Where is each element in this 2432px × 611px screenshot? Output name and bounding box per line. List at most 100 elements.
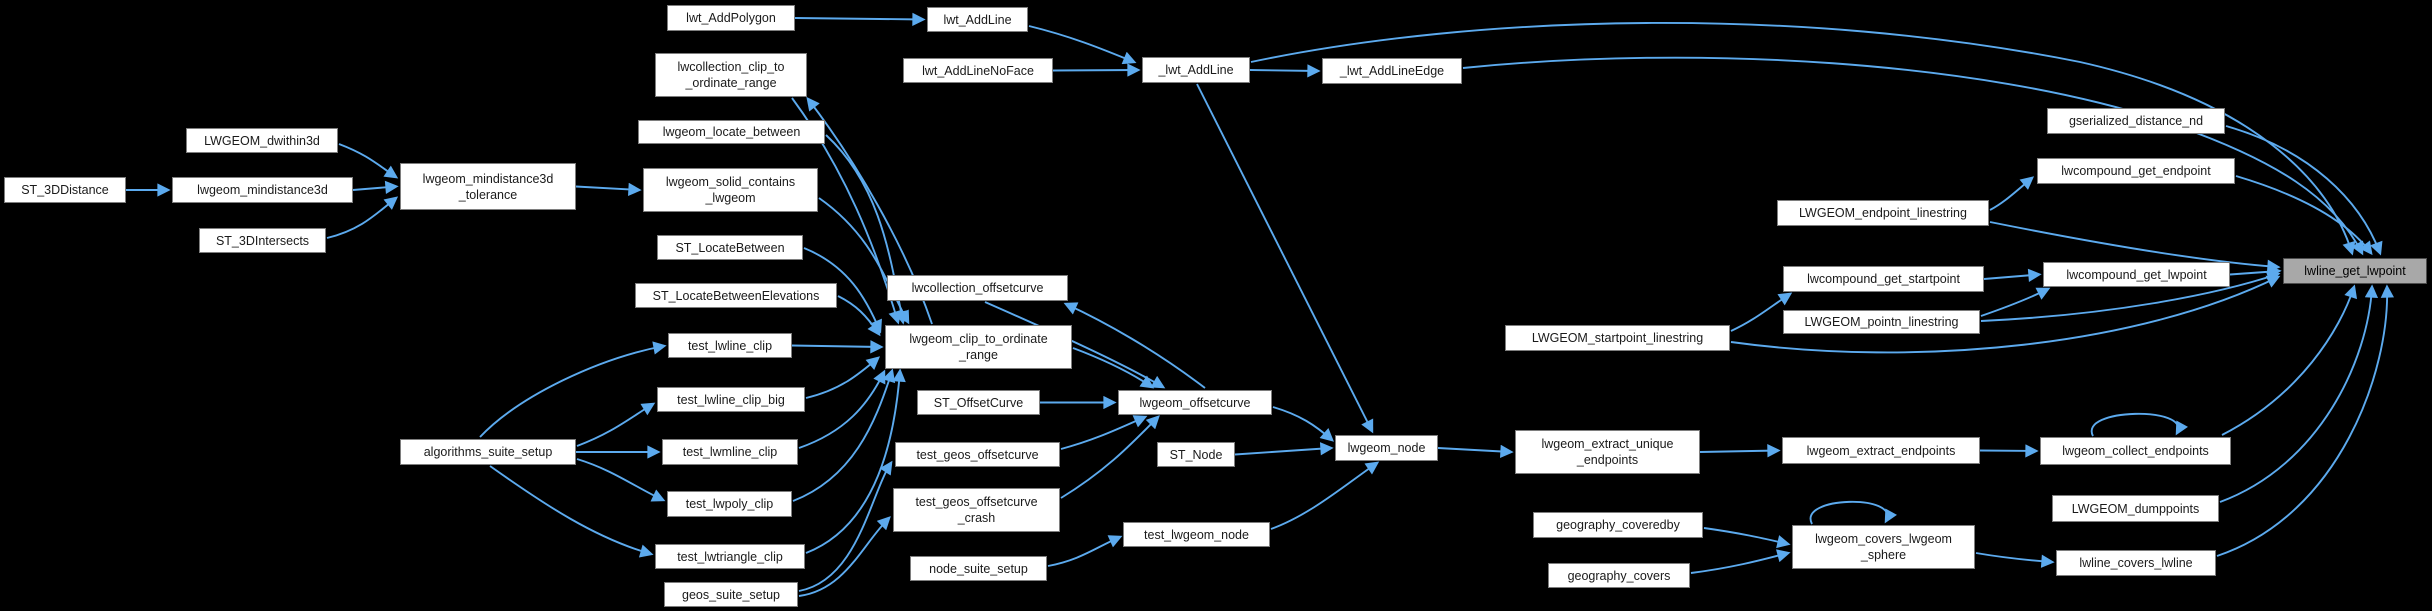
node-test_lwmline_clip[interactable]: test_lwmline_clip [662,439,798,465]
node-ST_3DDistance[interactable]: ST_3DDistance [4,177,126,203]
edge-geography_coveredby-to-lwgeom_covers_lwgeom_sphere [1703,527,1791,549]
edge-_lwt_AddLine-to-lwgeom_node [1196,83,1374,434]
node-LWGEOM_startpoint_linestring[interactable]: LWGEOM_startpoint_linestring [1505,325,1730,351]
node-lwgeom_node[interactable]: lwgeom_node [1335,435,1438,461]
node-lwt_AddLineNoFace[interactable]: lwt_AddLineNoFace [903,58,1053,83]
edge-test_lwpoly_clip-to-lwgeom_clip_to_ordinate_range [792,368,896,502]
edge-lwcompound_get_startpoint-to-lwcompound_get_lwpoint [1983,268,2042,282]
edge-LWGEOM_dwithin3d-to-lwgeom_mindistance3d_tolerance [338,143,399,179]
node-test_lwpoly_clip[interactable]: test_lwpoly_clip [667,491,792,517]
edge-lwcompound_get_endpoint-to-lwline_get_lwpoint [2235,175,2373,256]
node-lwgeom_mindistance3d_tolerance[interactable]: lwgeom_mindistance3d _tolerance [400,163,576,210]
edge-ST_Node-to-lwgeom_node [1234,442,1334,456]
edge-LWGEOM_pointn_linestring-to-lwcompound_get_lwpoint [1980,287,2051,317]
edge-lwt_AddPolygon-to-lwt_AddLine [794,12,926,27]
edge-test_lwmline_clip-to-lwgeom_clip_to_ordinate_range [798,369,886,449]
edge-lwt_AddLine-to-_lwt_AddLine [1028,25,1137,65]
node-lwgeom_locate_between[interactable]: lwgeom_locate_between [638,120,825,144]
edge-lwgeom_covers_lwgeom_sphere-to-lwgeom_covers_lwgeom_sphere [1809,500,1897,525]
edge-ST_LocateBetween-to-lwgeom_clip_to_ordinate_range [803,247,882,334]
edge-lwgeom_mindistance3d-to-lwgeom_mindistance3d_tolerance [352,180,399,194]
edge-gserialized_distance_nd-to-lwline_get_lwpoint [2225,125,2383,256]
node-ST_LocateBetweenElevations[interactable]: ST_LocateBetweenElevations [635,283,837,308]
edge-geography_covers-to-lwgeom_covers_lwgeom_sphere [1690,549,1791,574]
node-test_lwline_clip[interactable]: test_lwline_clip [668,333,792,358]
edge-lwcompound_get_lwpoint-to-lwline_get_lwpoint [2229,265,2282,279]
edge-LWGEOM_endpoint_linestring-to-lwline_get_lwpoint [1989,221,2281,273]
node-lwcompound_get_startpoint[interactable]: lwcompound_get_startpoint [1783,266,1984,292]
edge-_lwt_AddLineEdge-to-lwline_get_lwpoint [1462,56,2364,256]
edge-lwgeom_covers_lwgeom_sphere-to-lwline_covers_lwline [1975,552,2055,568]
edge-geos_suite_setup-to-test_geos_offsetcurve_crash [798,516,891,597]
node-test_geos_offsetcurve_crash[interactable]: test_geos_offsetcurve _crash [893,488,1060,532]
node-lwcompound_get_lwpoint[interactable]: lwcompound_get_lwpoint [2043,262,2230,287]
node-geos_suite_setup[interactable]: geos_suite_setup [664,582,798,607]
node-lwgeom_clip_to_ordinate_range[interactable]: lwgeom_clip_to_ordinate _range [885,325,1072,369]
edge-test_lwgeom_node-to-lwgeom_node [1270,461,1380,530]
edge-LWGEOM_dumppoints-to-lwline_get_lwpoint [2219,284,2379,503]
node-algorithms_suite_setup[interactable]: algorithms_suite_setup [400,439,576,465]
edge-lwgeom_node-to-lwgeom_extract_unique_endpoints [1437,444,1514,459]
edge-lwgeom_extract_endpoints-to-lwgeom_collect_endpoints [1979,444,2039,458]
node-test_lwline_clip_big[interactable]: test_lwline_clip_big [657,387,805,412]
node-lwgeom_covers_lwgeom_sphere[interactable]: lwgeom_covers_lwgeom _sphere [1792,525,1975,569]
node-geography_coveredby[interactable]: geography_coveredby [1533,512,1703,538]
node-lwt_AddPolygon[interactable]: lwt_AddPolygon [667,5,795,31]
node-test_lwtriangle_clip[interactable]: test_lwtriangle_clip [655,544,805,569]
edge-algorithms_suite_setup-to-test_lwpoly_clip [576,458,666,502]
edge-test_geos_offsetcurve-to-lwgeom_offsetcurve [1060,415,1148,450]
node-LWGEOM_dwithin3d[interactable]: LWGEOM_dwithin3d [186,128,338,153]
edge-test_lwline_clip-to-lwgeom_clip_to_ordinate_range [791,340,884,354]
node-lwt_AddLine[interactable]: lwt_AddLine [927,7,1028,32]
node-ST_3DIntersects[interactable]: ST_3DIntersects [199,228,326,253]
node-_lwt_AddLineEdge[interactable]: _lwt_AddLineEdge [1322,58,1462,84]
edge-LWGEOM_startpoint_linestring-to-lwline_get_lwpoint [1730,275,2281,354]
node-lwline_covers_lwline[interactable]: lwline_covers_lwline [2056,550,2216,576]
edge-_lwt_AddLine-to-lwline_get_lwpoint [1250,21,2356,256]
node-lwgeom_mindistance3d[interactable]: lwgeom_mindistance3d [172,177,353,203]
node-lwgeom_solid_contains_lwgeom[interactable]: lwgeom_solid_contains _lwgeom [643,168,818,212]
node-test_lwgeom_node[interactable]: test_lwgeom_node [1123,522,1270,547]
edge-lwgeom_solid_contains_lwgeom-to-lwgeom_clip_to_ordinate_range [818,197,910,325]
edge-test_geos_offsetcurve_crash-to-lwgeom_offsetcurve [1060,415,1160,499]
edge-lwgeom_offsetcurve-to-lwgeom_node [1272,406,1334,442]
edge-lwgeom_mindistance3d_tolerance-to-lwgeom_solid_contains_lwgeom [575,182,642,197]
node-lwline_get_lwpoint: lwline_get_lwpoint [2283,258,2427,284]
node-lwgeom_extract_unique_endpoints[interactable]: lwgeom_extract_unique _endpoints [1515,430,1700,474]
edge-lwline_covers_lwline-to-lwline_get_lwpoint [2216,284,2395,557]
node-LWGEOM_dumppoints[interactable]: LWGEOM_dumppoints [2052,495,2219,522]
edge-algorithms_suite_setup-to-test_lwline_clip_big [576,402,656,447]
edge-algorithms_suite_setup-to-test_lwtriangle_clip [489,465,654,558]
node-LWGEOM_endpoint_linestring[interactable]: LWGEOM_endpoint_linestring [1777,200,1989,226]
edge-geos_suite_setup-to-test_geos_offsetcurve [798,460,893,592]
node-gserialized_distance_nd[interactable]: gserialized_distance_nd [2047,108,2225,134]
edge-lwgeom_collect_endpoints-to-lwline_get_lwpoint [2221,284,2358,436]
edge-ST_3DIntersects-to-lwgeom_mindistance3d_tolerance [326,196,399,239]
node-lwcompound_get_endpoint[interactable]: lwcompound_get_endpoint [2037,158,2235,184]
node-LWGEOM_pointn_linestring[interactable]: LWGEOM_pointn_linestring [1783,310,1980,334]
node-lwcollection_clip_to_ordinate_range[interactable]: lwcollection_clip_to _ordinate_range [655,53,807,97]
node-geography_covers[interactable]: geography_covers [1548,563,1690,588]
edge-lwgeom_offsetcurve-to-lwcollection_offsetcurve [1063,302,1206,389]
edge-lwgeom_extract_unique_endpoints-to-lwgeom_extract_endpoints [1699,444,1781,458]
edge-ST_LocateBetweenElevations-to-lwgeom_clip_to_ordinate_range [837,295,881,337]
node-lwgeom_collect_endpoints[interactable]: lwgeom_collect_endpoints [2040,437,2231,465]
node-node_suite_setup[interactable]: node_suite_setup [910,556,1047,581]
node-_lwt_AddLine[interactable]: _lwt_AddLine [1142,57,1250,83]
node-lwgeom_offsetcurve[interactable]: lwgeom_offsetcurve [1118,390,1272,415]
node-lwcollection_offsetcurve[interactable]: lwcollection_offsetcurve [887,275,1068,301]
edge-test_lwtriangle_clip-to-lwgeom_clip_to_ordinate_range [805,368,906,554]
edge-algorithms_suite_setup-to-test_lwline_clip [479,341,667,438]
edge-LWGEOM_startpoint_linestring-to-lwcompound_get_startpoint [1730,292,1793,332]
node-ST_LocateBetween[interactable]: ST_LocateBetween [657,235,803,260]
edge-_lwt_AddLine-to-_lwt_AddLineEdge [1249,64,1321,78]
node-test_geos_offsetcurve[interactable]: test_geos_offsetcurve [895,442,1060,467]
node-lwgeom_extract_endpoints[interactable]: lwgeom_extract_endpoints [1782,437,1980,464]
node-ST_OffsetCurve[interactable]: ST_OffsetCurve [917,390,1040,415]
edge-LWGEOM_pointn_linestring-to-lwline_get_lwpoint [1980,271,2281,322]
edge-lwgeom_collect_endpoints-to-lwgeom_collect_endpoints [2090,412,2188,437]
node-ST_Node[interactable]: ST_Node [1157,442,1235,467]
edge-node_suite_setup-to-test_lwgeom_node [1047,535,1123,567]
